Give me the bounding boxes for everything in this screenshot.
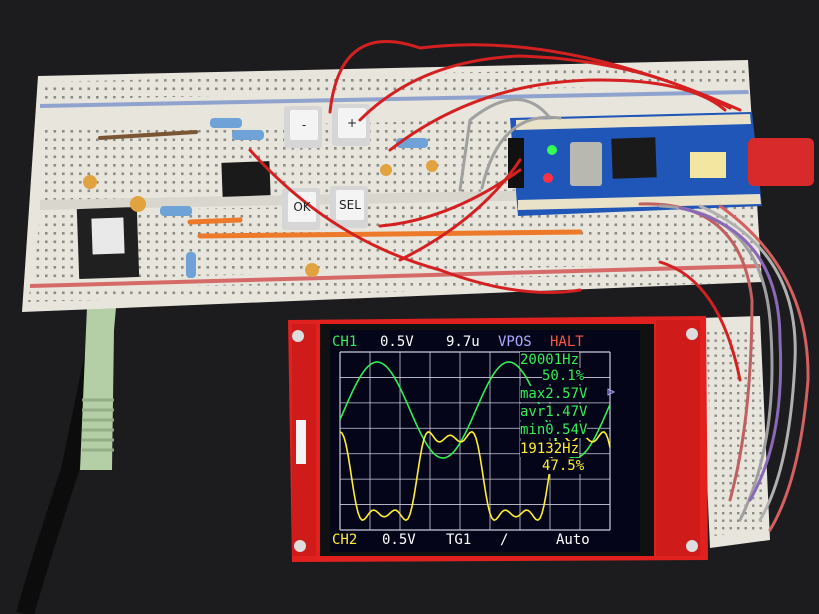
trigger-source: TG1 [446, 532, 472, 548]
audio-jack [76, 206, 140, 280]
halt-label: HALT [550, 334, 584, 350]
ch1-label: CH1 [332, 334, 358, 350]
sel-button-label: SEL [339, 198, 361, 212]
time-div: 9.7u [446, 334, 480, 350]
opamp-chip [221, 161, 271, 197]
ch1-duty: 50.1% [542, 368, 585, 384]
ok-button-label: OK [293, 200, 311, 214]
minus-button-label: - [301, 118, 307, 132]
ch1-max: max2.57V [520, 386, 588, 402]
ch1-volts-div: 0.5V [380, 334, 414, 350]
plus-button-label: + [346, 116, 358, 130]
capacitors [83, 160, 438, 277]
ch1-avg: avr1.47V [520, 404, 588, 420]
breadboard-small [700, 316, 770, 548]
ch2-label: CH2 [332, 532, 358, 548]
vpos-label: VPOS [498, 334, 532, 350]
ch1-min: min0.54V [520, 422, 588, 438]
trigger-marker-icon [607, 388, 616, 396]
ch2-volts-div: 0.5V [382, 532, 416, 548]
ch2-frequency: 19132Hz [520, 441, 580, 457]
trigger-slope: / [500, 532, 509, 548]
ch2-duty: 47.5% [542, 458, 585, 474]
trigger-mode: Auto [556, 532, 590, 548]
jumper-wires [98, 39, 810, 532]
audio-cable [16, 285, 118, 614]
oscilloscope-screen [330, 330, 640, 552]
ch1-frequency: 20001Hz [520, 352, 580, 368]
resistors [160, 118, 428, 278]
button-bodies [282, 104, 370, 230]
